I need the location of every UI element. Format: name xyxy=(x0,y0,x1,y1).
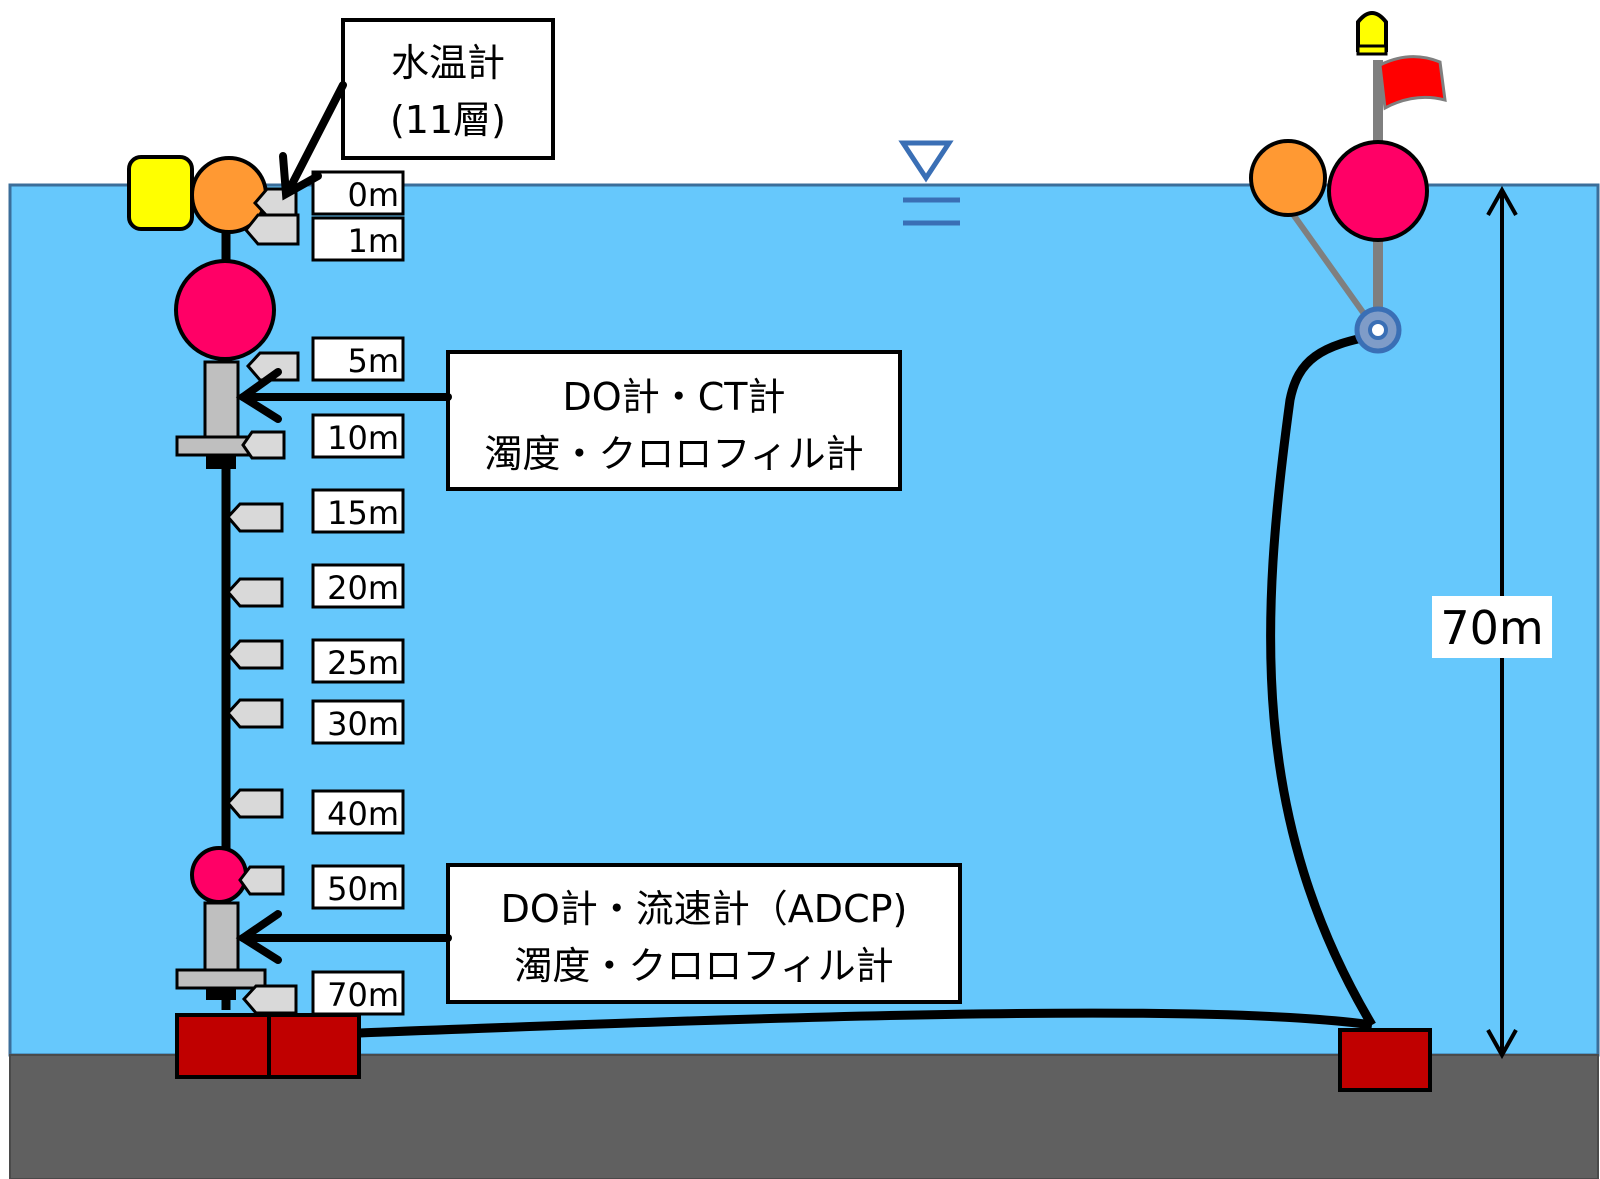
depth-label-50m: 50m xyxy=(311,864,405,910)
temperature-sensors xyxy=(225,187,300,1015)
upper-callout-line2: 濁度・クロロフィル計 xyxy=(484,432,863,476)
thermometer-arrow xyxy=(279,81,347,201)
sensor-10m xyxy=(241,430,286,460)
lower-instruments-arrow xyxy=(235,910,452,964)
depth-label-boxes: 0m 1m 5m 10m 15m 20m 25m 30m 40m 50m 70m xyxy=(311,170,405,1016)
depth-label-0m: 0m xyxy=(311,170,405,216)
yellow-float xyxy=(127,155,194,231)
sensor-50m xyxy=(238,865,285,896)
right-anchor xyxy=(1338,1028,1432,1092)
swivel-ring xyxy=(1354,306,1402,354)
depth-text-30m: 30m xyxy=(327,705,399,743)
depth-label-40m: 40m xyxy=(311,789,405,835)
total-depth-label: 70m xyxy=(1440,601,1543,655)
thermometer-callout: 水温計 (11層) xyxy=(341,18,555,160)
depth-label-70m: 70m xyxy=(311,970,405,1016)
depth-label-15m: 15m xyxy=(311,488,405,534)
sensor-30m xyxy=(225,698,284,729)
lower-instruments-callout: DO計・流速計（ADCP) 濁度・クロロフィル計 xyxy=(446,863,962,1004)
orange-float-right xyxy=(1249,139,1327,217)
depth-text-70m: 70m xyxy=(327,976,399,1014)
thermometer-callout-line1: 水温計 xyxy=(391,41,505,85)
depth-text-50m: 50m xyxy=(327,870,399,908)
sensor-40m xyxy=(225,788,284,819)
depth-label-20m: 20m xyxy=(311,563,405,609)
beacon-light-icon xyxy=(1356,11,1388,56)
pink-float-right xyxy=(1327,140,1429,242)
depth-text-15m: 15m xyxy=(327,494,399,532)
sensor-5m xyxy=(245,351,300,382)
sensor-1m xyxy=(244,213,300,246)
sensor-20m xyxy=(225,577,284,608)
depth-label-30m: 30m xyxy=(311,699,405,745)
left-anchor xyxy=(175,1013,361,1079)
depth-text-1m: 1m xyxy=(347,222,399,260)
bridle-line-orange xyxy=(1287,208,1375,327)
sensor-15m xyxy=(225,502,284,533)
total-depth-label-bg xyxy=(1432,596,1552,658)
lower-instrument-frame xyxy=(175,901,267,1000)
depth-label-25m: 25m xyxy=(311,638,405,684)
depth-text-10m: 10m xyxy=(327,419,399,457)
sensor-70m xyxy=(241,984,298,1015)
pink-float-upper xyxy=(174,259,276,361)
depth-text-25m: 25m xyxy=(327,644,399,682)
depth-label-10m: 10m xyxy=(311,413,405,459)
depth-text-5m: 5m xyxy=(347,342,399,380)
thermometer-callout-line2: (11層) xyxy=(390,98,506,142)
lower-callout-line1: DO計・流速計（ADCP) xyxy=(501,887,908,931)
upper-callout-line1: DO計・CT計 xyxy=(563,375,786,419)
depth-text-0m: 0m xyxy=(347,176,399,214)
pink-float-lower xyxy=(190,846,248,904)
depth-label-5m: 5m xyxy=(311,336,405,382)
ground-line xyxy=(357,1008,1373,1038)
depth-text-20m: 20m xyxy=(327,569,399,607)
upper-instruments-callout: DO計・CT計 濁度・クロロフィル計 xyxy=(446,350,902,491)
water-level-triangle-icon xyxy=(898,140,960,226)
riser-line xyxy=(1266,330,1379,1028)
sensor-25m xyxy=(225,639,284,670)
depth-label-1m: 1m xyxy=(311,216,405,262)
upper-instruments-arrow xyxy=(235,368,452,423)
lower-callout-line2: 濁度・クロロフィル計 xyxy=(514,944,893,988)
depth-text-40m: 40m xyxy=(327,795,399,833)
flag-icon xyxy=(1378,55,1447,111)
